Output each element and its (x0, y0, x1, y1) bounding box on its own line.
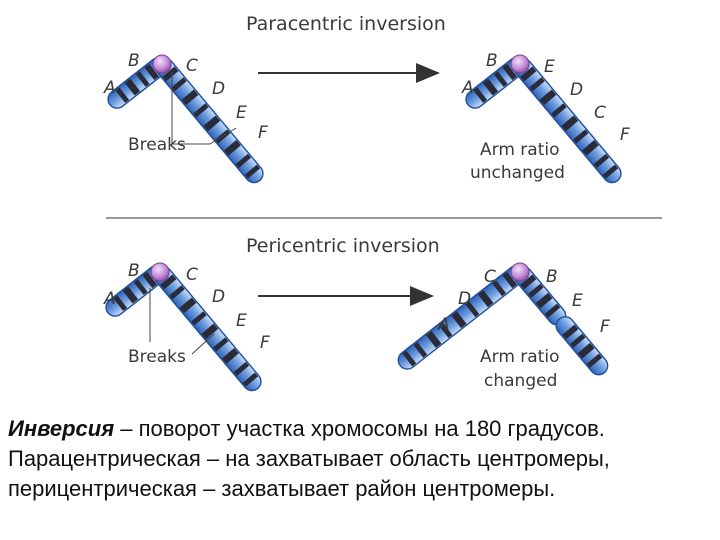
caption-paragraph: Инверсия – поворот участка хромосомы на … (8, 414, 714, 504)
gene-label: C (484, 267, 496, 287)
gene-label: B (486, 51, 498, 71)
gene-label: D (212, 287, 225, 307)
breaks-label: Breaks (128, 347, 186, 367)
caption-term: Инверсия (8, 416, 115, 441)
gene-label: E (236, 311, 247, 331)
gene-label: C (594, 103, 606, 123)
gene-label: E (544, 57, 555, 77)
chromosome-top-right (461, 53, 626, 187)
gene-label: A (461, 78, 474, 98)
arm-ratio-line2: changed (484, 371, 557, 391)
inversion-diagram: Paracentric inversion A B C D E F Breaks… (101, 13, 662, 395)
gene-label: C (186, 265, 198, 285)
gene-label: F (620, 125, 630, 145)
gene-label: B (128, 51, 140, 71)
gene-label: A (103, 78, 116, 98)
caption-text: – поворот участка хромосомы на 180 граду… (8, 416, 610, 501)
gene-label: E (572, 291, 583, 311)
gene-label: C (186, 56, 198, 76)
centromere (152, 54, 172, 74)
pericentric-title: Pericentric inversion (246, 235, 440, 257)
arm-ratio-line1: Arm ratio (480, 140, 559, 160)
breaks-label: Breaks (128, 135, 186, 155)
centromere (150, 262, 170, 282)
centromere (510, 262, 530, 282)
gene-label: D (458, 289, 471, 309)
paracentric-title: Paracentric inversion (246, 13, 446, 35)
gene-label: E (236, 103, 247, 123)
gene-label: D (570, 80, 583, 100)
arm-ratio-line2: unchanged (470, 163, 565, 183)
gene-label: A (103, 289, 116, 309)
gene-label: F (258, 123, 268, 143)
gene-label: B (546, 267, 558, 287)
chromosome-bottom-left (101, 261, 266, 395)
arm-ratio-line1: Arm ratio (480, 347, 559, 367)
gene-label: B (128, 261, 140, 281)
gene-label: F (600, 317, 610, 337)
breaks-callout-top (171, 72, 237, 145)
gene-label: D (212, 79, 225, 99)
gene-label: A (437, 315, 450, 335)
chromosome-bottom-right (393, 261, 613, 380)
chromosome-top-left (103, 53, 268, 187)
breaks-callout-bottom (149, 288, 215, 355)
centromere (510, 54, 530, 74)
gene-label: F (260, 333, 270, 353)
